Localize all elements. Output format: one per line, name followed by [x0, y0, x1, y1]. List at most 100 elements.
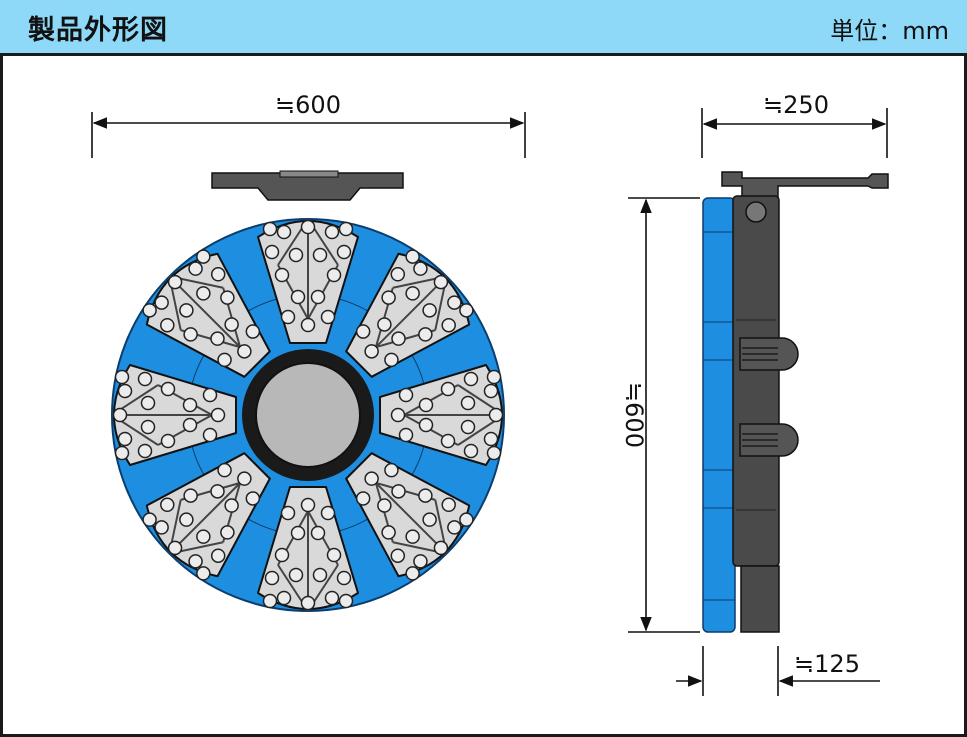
plate-hole [264, 244, 280, 260]
plate-hole [338, 593, 354, 609]
plate-hole [483, 383, 499, 399]
plate-hole [237, 471, 252, 486]
plate-hole [210, 484, 225, 499]
plate-hole [140, 395, 156, 411]
plate-hole [217, 352, 232, 368]
hanger-bar [211, 172, 404, 201]
plate-hole [112, 407, 128, 423]
plate-hole [300, 595, 316, 611]
plate-hole [377, 317, 392, 332]
plate-hole [326, 267, 342, 283]
plate-hole [217, 462, 232, 478]
plate-hole [182, 417, 198, 433]
plate-hole [336, 570, 352, 586]
plate-hole [288, 567, 304, 583]
plate-hole [463, 443, 479, 459]
plate-hole [196, 249, 211, 264]
plate-hole [280, 309, 296, 325]
plate-hole [202, 427, 218, 443]
side-clip-lower [739, 423, 799, 457]
plate-hole [460, 395, 476, 411]
side-body-foot [740, 565, 780, 633]
plate-hole [154, 295, 169, 310]
plate-hole [441, 317, 456, 333]
plate-hole [276, 224, 292, 240]
plate-hole [418, 397, 434, 413]
plate-hole [245, 324, 261, 339]
plate-hole [486, 369, 502, 385]
plate-arrow [374, 481, 448, 555]
plate-hole [355, 491, 371, 506]
plate [379, 364, 505, 466]
plate-hole [405, 529, 420, 544]
plate-hole [390, 267, 406, 282]
plate-hole [460, 419, 476, 435]
plate-hole [220, 525, 235, 540]
plate-hole [377, 498, 392, 513]
plate-hole [262, 221, 278, 237]
plate [142, 452, 271, 581]
plate-hole [310, 289, 326, 305]
plate-hole [274, 267, 290, 283]
plate-hole [390, 407, 406, 423]
plate-hole [160, 381, 176, 397]
plate-hole [405, 566, 420, 581]
plate-arrow [277, 218, 339, 322]
plate-hole [300, 317, 316, 333]
plate-hole [196, 529, 211, 544]
unit-label: 単位：mm [830, 17, 949, 45]
side-depth-label: ≒125 [794, 650, 860, 678]
plate-hole [324, 224, 340, 240]
plate-hole [188, 554, 203, 569]
plate-hole [413, 261, 428, 276]
plate-hole [391, 484, 406, 499]
side-hanger [721, 171, 889, 201]
plate-hole [154, 520, 169, 535]
plate-hole [224, 498, 239, 513]
plate-hole [210, 331, 225, 346]
plate-hole [300, 219, 316, 235]
plate-hole [398, 387, 414, 403]
plate [257, 486, 359, 612]
plate-hole [320, 309, 336, 325]
plate-hole [117, 383, 133, 399]
plate-hole [142, 512, 157, 527]
plate-hole [463, 371, 479, 387]
plate-hole [160, 433, 176, 449]
plate-arrow [111, 384, 215, 446]
plate-hole [182, 397, 198, 413]
plate-hole [418, 417, 434, 433]
plate-arrow [168, 481, 242, 555]
plate [111, 364, 237, 466]
front-width-label: ≒600 [275, 91, 341, 119]
plate-hole [422, 303, 437, 318]
plate-hole [202, 387, 218, 403]
plate-hole [290, 525, 306, 541]
plate-hole [441, 497, 456, 513]
plate-hole [188, 261, 203, 276]
plate-hole [196, 566, 211, 581]
plate [345, 249, 474, 378]
plate-hole [140, 419, 156, 435]
plate-hole [210, 267, 226, 282]
hanger-clip [279, 170, 339, 178]
plate-hole [447, 520, 462, 535]
hub-center [255, 362, 361, 468]
plate-hole [405, 249, 420, 264]
side-clip-upper [739, 337, 799, 371]
plate-hole [276, 590, 292, 606]
plate-hole [160, 497, 175, 513]
plate-hole [274, 547, 290, 563]
plate-hole [486, 445, 502, 461]
plate-hole [440, 381, 456, 397]
plate-hole [114, 445, 130, 461]
plate-hole [312, 247, 328, 263]
plate-hole [183, 488, 198, 503]
plate-hole [422, 512, 437, 527]
side-height-label: ≒600 [620, 382, 648, 448]
plate-hole [137, 443, 153, 459]
plate-arrow [168, 275, 242, 349]
plate-hole [117, 431, 133, 447]
plate-arrow [401, 384, 505, 446]
